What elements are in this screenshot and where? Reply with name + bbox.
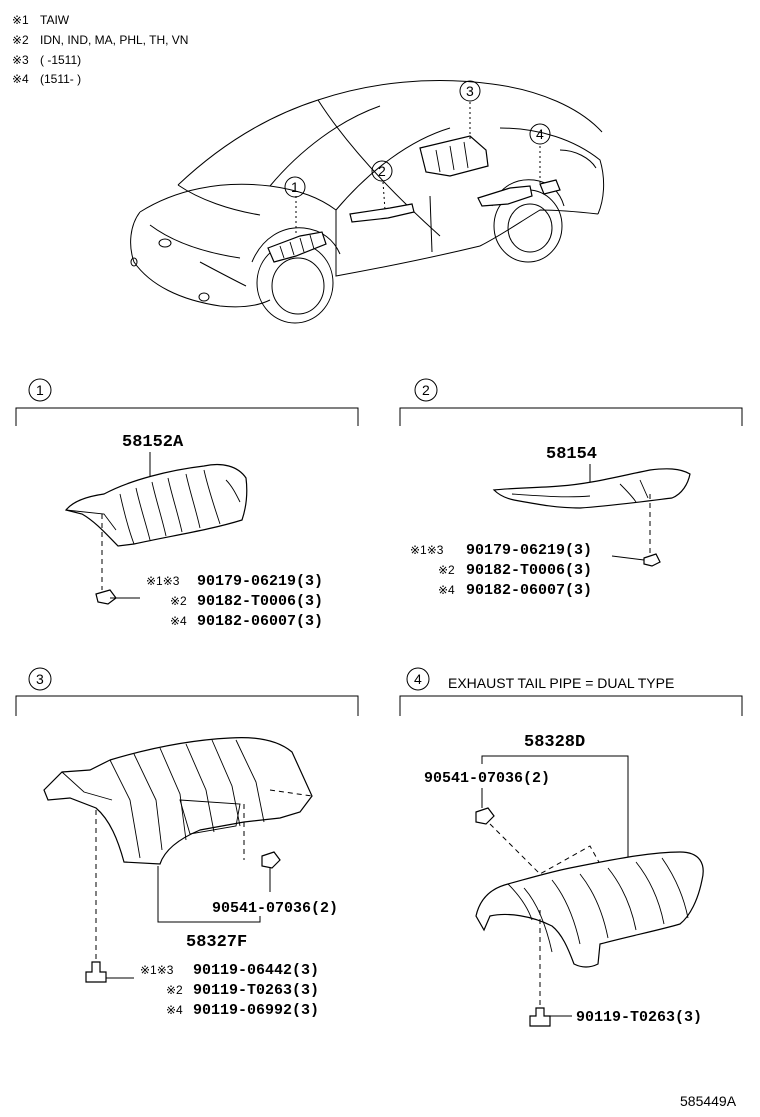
heat-shield-58328d xyxy=(475,851,704,968)
heat-shield-58152a xyxy=(64,463,248,547)
section-3-fastener-1-part: 90119-06442(3) xyxy=(193,962,319,979)
diagram-id: 585449A xyxy=(680,1093,737,1109)
car-shield-tail xyxy=(477,185,533,207)
note-mark-2: ※2 xyxy=(12,33,29,47)
car-illustration: 1 2 3 4 xyxy=(130,80,605,324)
section-1-fastener-2-marks: ※2 xyxy=(170,594,187,608)
section-1-fastener-1-marks: ※1※3 xyxy=(146,574,180,588)
section-1-fastener-2-part: 90182-T0006(3) xyxy=(197,593,323,610)
note-mark-1: ※1 xyxy=(12,13,29,27)
section-2-fastener-1-marks: ※1※3 xyxy=(410,543,444,557)
section-1-main-part: 58152A xyxy=(122,433,184,452)
section-2-fastener-1-part: 90179-06219(3) xyxy=(466,542,592,559)
nut-icon xyxy=(95,589,117,605)
heat-shield-58154 xyxy=(492,468,691,509)
section-2-fastener-2-part: 90182-T0006(3) xyxy=(466,562,592,579)
section-2: 2 58154 ※1※3 90179-06219(3) ※2 90182-T00… xyxy=(399,378,743,599)
section-4-caption: EXHAUST TAIL PIPE = DUAL TYPE xyxy=(448,675,674,691)
section-3: 3 90541-07036(2) 58327F ※1※3 90119-06442… xyxy=(15,667,359,1019)
section-4-main-part: 58328D xyxy=(524,733,585,752)
car-callout-4: 4 xyxy=(536,126,544,142)
section-2-fastener-3-part: 90182-06007(3) xyxy=(466,582,592,599)
note-text-1: TAIW xyxy=(40,13,70,27)
section-3-callout: 3 xyxy=(36,671,44,687)
bolt-icon xyxy=(529,1007,551,1027)
note-text-3: ( -1511) xyxy=(40,53,81,67)
nut-icon xyxy=(643,553,661,567)
section-3-fastener-2-marks: ※2 xyxy=(166,983,183,997)
section-2-fastener-2-marks: ※2 xyxy=(438,563,455,577)
car-callout-1: 1 xyxy=(291,179,299,195)
section-1-fastener-3-marks: ※4 xyxy=(170,614,187,628)
heat-shield-58327f xyxy=(43,737,313,865)
section-3-fastener-1-marks: ※1※3 xyxy=(140,963,174,977)
section-2-callout: 2 xyxy=(422,382,430,398)
section-4-callout: 4 xyxy=(414,671,422,687)
region-notes: ※1 TAIW ※2 IDN, IND, MA, PHL, TH, VN ※3 … xyxy=(12,13,188,86)
car-shield-front xyxy=(267,231,327,263)
section-2-main-part: 58154 xyxy=(546,445,597,464)
section-3-fastener-2-part: 90119-T0263(3) xyxy=(193,982,319,999)
section-1: 1 58152A ※1※3 90179-06219(3) ※2 90182-T0… xyxy=(15,378,359,630)
section-1-fastener-1-part: 90179-06219(3) xyxy=(197,573,323,590)
bolt-icon xyxy=(85,961,107,983)
car-shield-center xyxy=(349,203,415,223)
car-callout-3: 3 xyxy=(466,83,474,99)
note-text-4: (1511- ) xyxy=(40,72,81,86)
car-shield-rear xyxy=(419,135,489,177)
section-1-callout: 1 xyxy=(36,382,44,398)
section-4-nut-part: 90541-07036(2) xyxy=(424,770,550,787)
section-3-main-part: 58327F xyxy=(186,933,247,952)
note-text-2: IDN, IND, MA, PHL, TH, VN xyxy=(40,33,188,47)
section-1-fastener-3-part: 90182-06007(3) xyxy=(197,613,323,630)
section-4: 4 EXHAUST TAIL PIPE = DUAL TYPE 58328D 9… xyxy=(399,667,743,1027)
note-mark-4: ※4 xyxy=(12,72,29,86)
section-4-bolt-part: 90119-T0263(3) xyxy=(576,1009,702,1026)
car-callout-2: 2 xyxy=(378,163,386,179)
section-3-fastener-3-marks: ※4 xyxy=(166,1003,183,1017)
section-2-fastener-3-marks: ※4 xyxy=(438,583,455,597)
nut-icon xyxy=(261,851,281,869)
section-3-nut-part: 90541-07036(2) xyxy=(212,900,338,917)
note-mark-3: ※3 xyxy=(12,53,29,67)
section-3-fastener-3-part: 90119-06992(3) xyxy=(193,1002,319,1019)
nut-icon xyxy=(475,807,495,825)
